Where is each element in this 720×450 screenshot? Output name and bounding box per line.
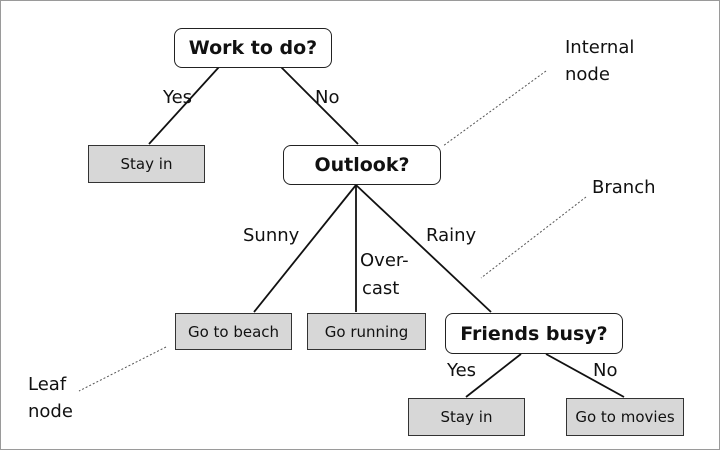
annotation-internal-node-line2: node: [565, 64, 610, 85]
edge-outlook-rainy: [355, 184, 492, 313]
edge-label-root-yes: Yes: [163, 87, 193, 108]
friends-busy-node-label: Friends busy?: [460, 322, 608, 345]
annotation-leaf-node-line1: Leaf: [28, 374, 67, 395]
root-node-label: Work to do?: [188, 37, 318, 59]
annotation-branch: Branch: [592, 177, 656, 198]
leaf-go-running-label: Go running: [324, 322, 409, 341]
edge-friends-no: [545, 353, 625, 398]
edge-label-friends-yes: Yes: [447, 360, 477, 381]
leaf-stay-in-1: Stay in: [88, 145, 205, 183]
pointer-leaf-node: [78, 346, 167, 392]
edge-friends-yes: [465, 353, 522, 398]
edge-label-root-no: No: [315, 87, 340, 108]
edge-root-yes: [148, 66, 220, 145]
edge-label-rainy: Rainy: [426, 225, 477, 246]
edge-label-overcast-line1: Over-: [360, 250, 409, 271]
leaf-stay-in-1-label: Stay in: [120, 155, 173, 173]
friends-busy-node: Friends busy?: [445, 313, 623, 354]
outlook-node: Outlook?: [283, 145, 441, 185]
leaf-go-running: Go running: [307, 313, 426, 350]
annotation-internal-node-line1: Internal: [565, 37, 635, 58]
leaf-go-to-beach: Go to beach: [175, 313, 292, 350]
edge-outlook-sunny: [253, 184, 357, 313]
leaf-go-to-movies-label: Go to movies: [575, 408, 675, 426]
edge-label-sunny: Sunny: [243, 225, 300, 246]
outlook-node-label: Outlook?: [314, 154, 410, 176]
edge-label-overcast-line2: cast: [362, 278, 400, 299]
pointer-branch: [480, 196, 587, 279]
pointer-internal-node: [442, 70, 547, 147]
leaf-go-to-movies: Go to movies: [566, 398, 684, 436]
edge-root-no: [280, 66, 359, 145]
leaf-stay-in-2-label: Stay in: [440, 408, 493, 426]
leaf-stay-in-2: Stay in: [408, 398, 525, 436]
leaf-go-to-beach-label: Go to beach: [187, 322, 280, 341]
annotation-leaf-node-line2: node: [28, 401, 73, 422]
root-node: Work to do?: [174, 28, 332, 68]
edge-label-friends-no: No: [593, 360, 618, 381]
